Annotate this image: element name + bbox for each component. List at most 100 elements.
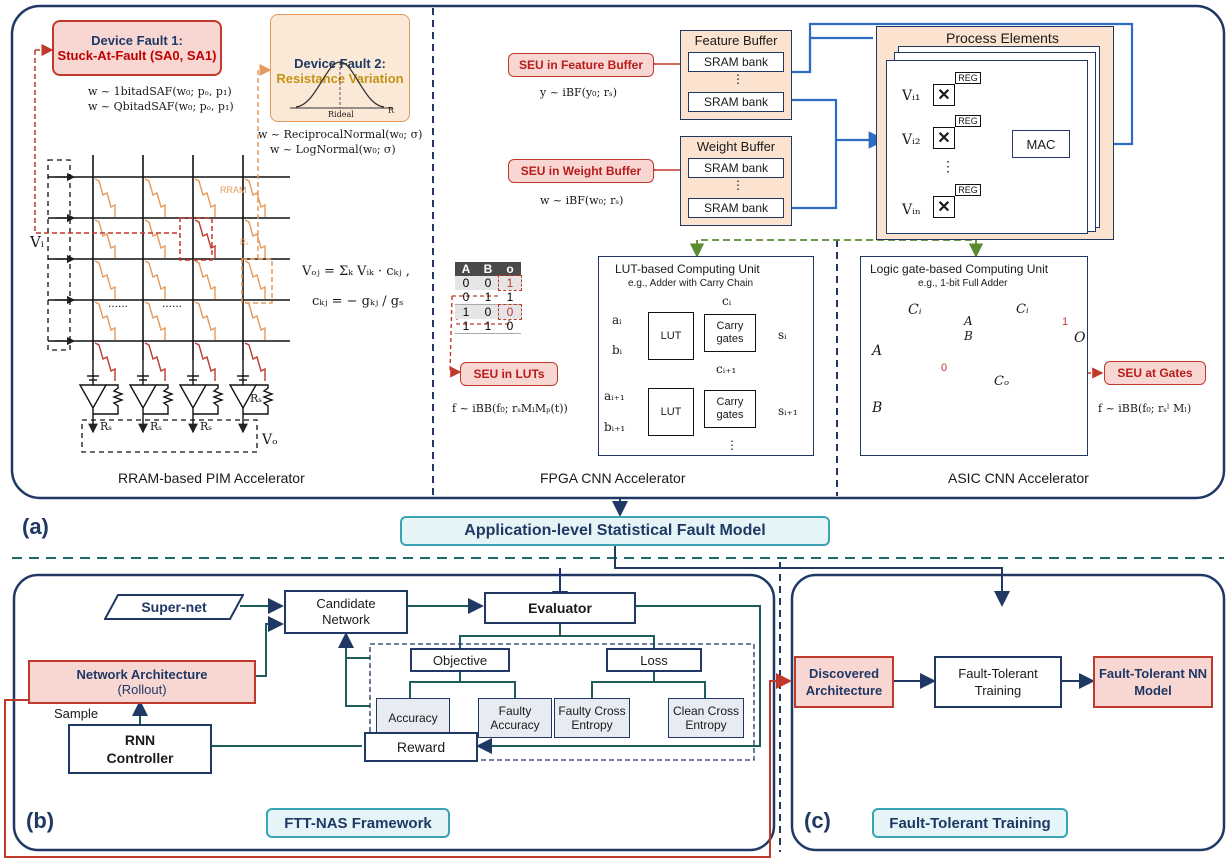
asic-ci-left: Cᵢ (908, 302, 922, 318)
vi1-label: Vᵢ₁ (902, 88, 921, 104)
lut-unit-title: LUT-based Computing Unit (615, 262, 760, 276)
multiplier-n: ✕ (933, 196, 955, 218)
discovered-architecture-box: Discovered Architecture (794, 656, 894, 708)
rram-cell-resistor (194, 219, 216, 258)
feature-sram-bank-1: SRAM bank (688, 52, 784, 72)
asic-output-o: O (1074, 330, 1086, 346)
rs-label-1: Rₛ (100, 420, 112, 433)
faulty-ce-box: Faulty Cross Entropy (554, 698, 630, 738)
carry-gates-1: Carry gates (704, 314, 756, 352)
fault2-eq2: w ~ LogNormal(w₀; σ) (270, 143, 396, 156)
carry-gates-2: Carry gates (704, 390, 756, 428)
fault-model-box: Application-level Statistical Fault Mode… (400, 516, 830, 546)
r-ideal-label: Rideal (328, 110, 354, 119)
panel-b-label: (b) (26, 808, 55, 833)
evaluator-box: Evaluator (484, 592, 636, 624)
supernet-label: Super-net (141, 599, 207, 615)
supernet-box: Super-net (104, 594, 244, 620)
lut-vdots: ⋮ (726, 438, 738, 452)
vi-label: Vᵢ (30, 233, 44, 251)
panel-c-frame (790, 573, 1226, 852)
rram-cell-resistor (244, 301, 266, 340)
feature-sram-bank-2: SRAM bank (688, 92, 784, 112)
ftt-nas-framework-box: FTT-NAS Framework (266, 808, 450, 838)
vo-label: Vₒ (262, 432, 278, 448)
faulty-accuracy-box: Faulty Accuracy (478, 698, 552, 738)
rram-cell-resistor (194, 342, 216, 381)
asic-unit-subtitle: e.g., 1-bit Full Adder (918, 278, 1008, 289)
rollout-label: (Rollout) (117, 682, 167, 697)
ckj-equation: cₖⱼ = − gₖⱼ / gₛ (312, 294, 404, 309)
truth-cell: 1 (484, 290, 492, 304)
lut-f-eq: f ~ iBB(f₀; rₛMₗMₚ(t)) (452, 402, 568, 415)
rram-cell-resistor (94, 260, 116, 299)
truth-header-b: B (483, 262, 493, 276)
rram-cell-resistor (244, 260, 266, 299)
supernet-parallelogram (104, 594, 244, 620)
ci-label: cᵢ (722, 294, 732, 308)
asic-unit-box (860, 256, 1088, 456)
truth-cell: 1 (462, 305, 470, 319)
clean-ce-box: Clean Cross Entropy (668, 698, 744, 738)
reg-1: REG (955, 72, 981, 84)
ci1-label: cᵢ₊₁ (716, 362, 737, 376)
fault1-eq2: w ~ QbitadSAF(w₀; pₒ, p₁) (88, 100, 234, 113)
truth-cell: 0 (484, 305, 492, 319)
rram-cell-resistor (194, 178, 216, 217)
rnn-controller-box: RNN Controller (68, 724, 212, 774)
fault-tolerant-training-title: Fault-Tolerant Training (872, 808, 1068, 838)
rram-cell-resistor (144, 301, 166, 340)
rram-cell-resistor (94, 219, 116, 258)
ai1-label: aᵢ₊₁ (604, 389, 625, 403)
si1-label: sᵢ₊₁ (778, 404, 798, 418)
multiplier-2: ✕ (933, 127, 955, 149)
panel-b-frame (12, 573, 776, 852)
bi-label: bᵢ (612, 343, 623, 357)
rram-cell-resistor (244, 342, 266, 381)
mac-unit: MAC (1012, 130, 1070, 158)
device-fault-2-title: Device Fault 2: (294, 56, 386, 71)
truth-cell: 0 (462, 290, 470, 304)
weight-buffer-title: Weight Buffer (696, 139, 776, 154)
truth-header-o: o (506, 262, 514, 276)
asic-caption: ASIC CNN Accelerator (948, 470, 1089, 486)
rs-small-label: Rₛ (240, 238, 249, 247)
fpga-caption: FPGA CNN Accelerator (540, 470, 686, 486)
vi2-label: Vᵢ₂ (902, 132, 921, 148)
feature-vdots: ⋮ (732, 72, 744, 86)
rram-cell-resistor (144, 219, 166, 258)
truth-cell: 0 (462, 276, 470, 290)
fault-tolerant-nn-model-box: Fault-Tolerant NN Model (1093, 656, 1213, 708)
reg-2: REG (955, 115, 981, 127)
panel-c-label: (c) (804, 808, 831, 833)
fault-tolerant-training-box: Fault-Tolerant Training (934, 656, 1062, 708)
pe-title: Process Elements (946, 30, 1059, 46)
rs-label-3: Rₛ (200, 420, 212, 433)
asic-a-xor: A (964, 314, 973, 328)
panel-a-frame (10, 4, 1226, 500)
sample-label: Sample (54, 706, 99, 721)
rram-cell-resistor (194, 301, 216, 340)
lut-block-2: LUT (648, 388, 694, 436)
rram-cell-resistor (244, 219, 266, 258)
seu-weight-buffer: SEU in Weight Buffer (508, 159, 654, 183)
asic-fault-one: 1 (1062, 316, 1069, 328)
lut-unit-subtitle: e.g., Adder with Carry Chain (628, 278, 754, 289)
panel-a-label: (a) (22, 514, 49, 539)
seu-in-luts: SEU in LUTs (460, 362, 558, 386)
crossbar-dots-1: ...... (108, 296, 129, 310)
r-axis-label: R (388, 106, 395, 115)
lut-block-1: LUT (648, 312, 694, 360)
fault2-eq1: w ~ ReciprocalNormal(w₀; σ) (258, 128, 423, 141)
truth-cell: 1 (498, 275, 522, 291)
truth-cell: 1 (484, 319, 492, 333)
weight-sram-bank-1: SRAM bank (688, 158, 784, 178)
netarch-label: Network Architecture (76, 667, 208, 682)
rram-caption: RRAM-based PIM Accelerator (118, 470, 305, 486)
asic-b-xor: B (964, 329, 973, 343)
asic-fault-zero: 0 (941, 362, 948, 374)
truth-cell: 0 (484, 276, 492, 290)
rram-cell-resistor (194, 260, 216, 299)
reward-box: Reward (364, 732, 478, 762)
